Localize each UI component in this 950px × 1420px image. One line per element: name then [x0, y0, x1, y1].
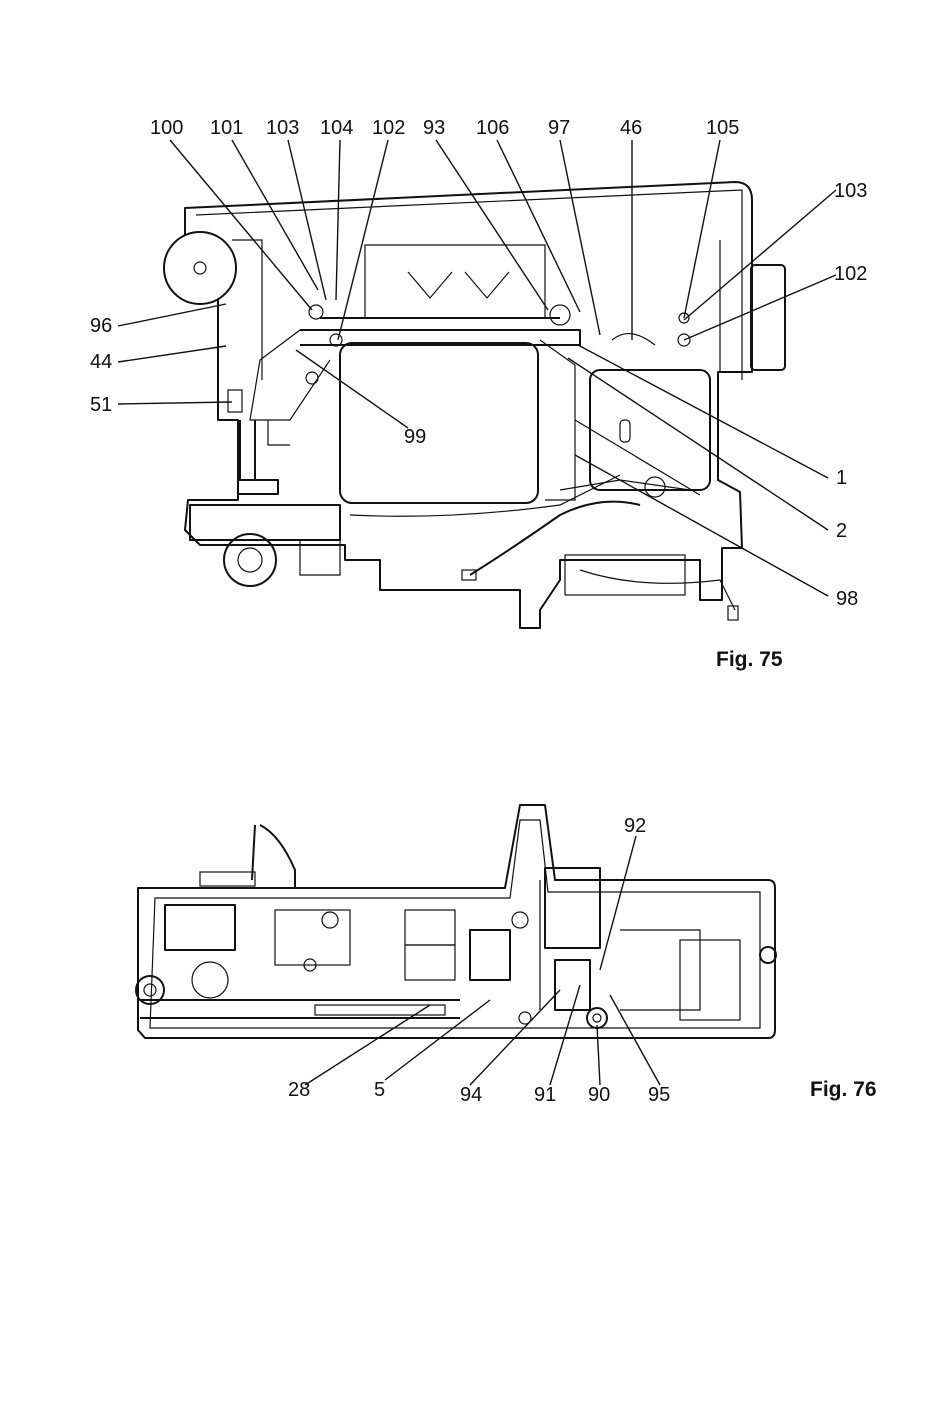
sewing-machine-front-view-drawing: [0, 0, 950, 700]
callout-100: 100: [150, 118, 183, 138]
callout-101: 101: [210, 118, 243, 138]
callout-106: 106: [476, 118, 509, 138]
callout-95: 95: [648, 1085, 670, 1105]
callout-leader-lines-76: [305, 836, 660, 1085]
callout-96: 96: [90, 316, 112, 336]
callout-97: 97: [548, 118, 570, 138]
callout-103-right: 103: [834, 181, 867, 201]
callout-leader-lines: [118, 140, 836, 596]
callout-28: 28: [288, 1080, 310, 1100]
callout-102: 102: [372, 118, 405, 138]
callout-1: 1: [836, 468, 847, 488]
figure-75-caption: Fig. 75: [716, 648, 783, 672]
left-mechanism: [136, 905, 460, 1018]
callout-51: 51: [90, 395, 112, 415]
callout-92: 92: [624, 816, 646, 836]
bed-plate: [190, 475, 620, 586]
callout-46: 46: [620, 118, 642, 138]
figure-75: 100 101 103 104 102 93 106 97 46 105 103…: [0, 0, 950, 700]
callout-44: 44: [90, 352, 112, 372]
callout-102-right: 102: [834, 264, 867, 284]
callout-93: 93: [423, 118, 445, 138]
callout-103: 103: [266, 118, 299, 138]
figure-76-caption: Fig. 76: [810, 1078, 877, 1102]
callout-91: 91: [534, 1085, 556, 1105]
figure-76: 92 28 5 94 91 90 95 Fig. 76: [0, 780, 950, 1140]
callout-98: 98: [836, 589, 858, 609]
callout-105: 105: [706, 118, 739, 138]
callout-2: 2: [836, 521, 847, 541]
callout-99: 99: [404, 427, 426, 447]
callout-90: 90: [588, 1085, 610, 1105]
callout-104: 104: [320, 118, 353, 138]
callout-94: 94: [460, 1085, 482, 1105]
callout-5: 5: [374, 1080, 385, 1100]
center-mechanism: [405, 880, 540, 1024]
